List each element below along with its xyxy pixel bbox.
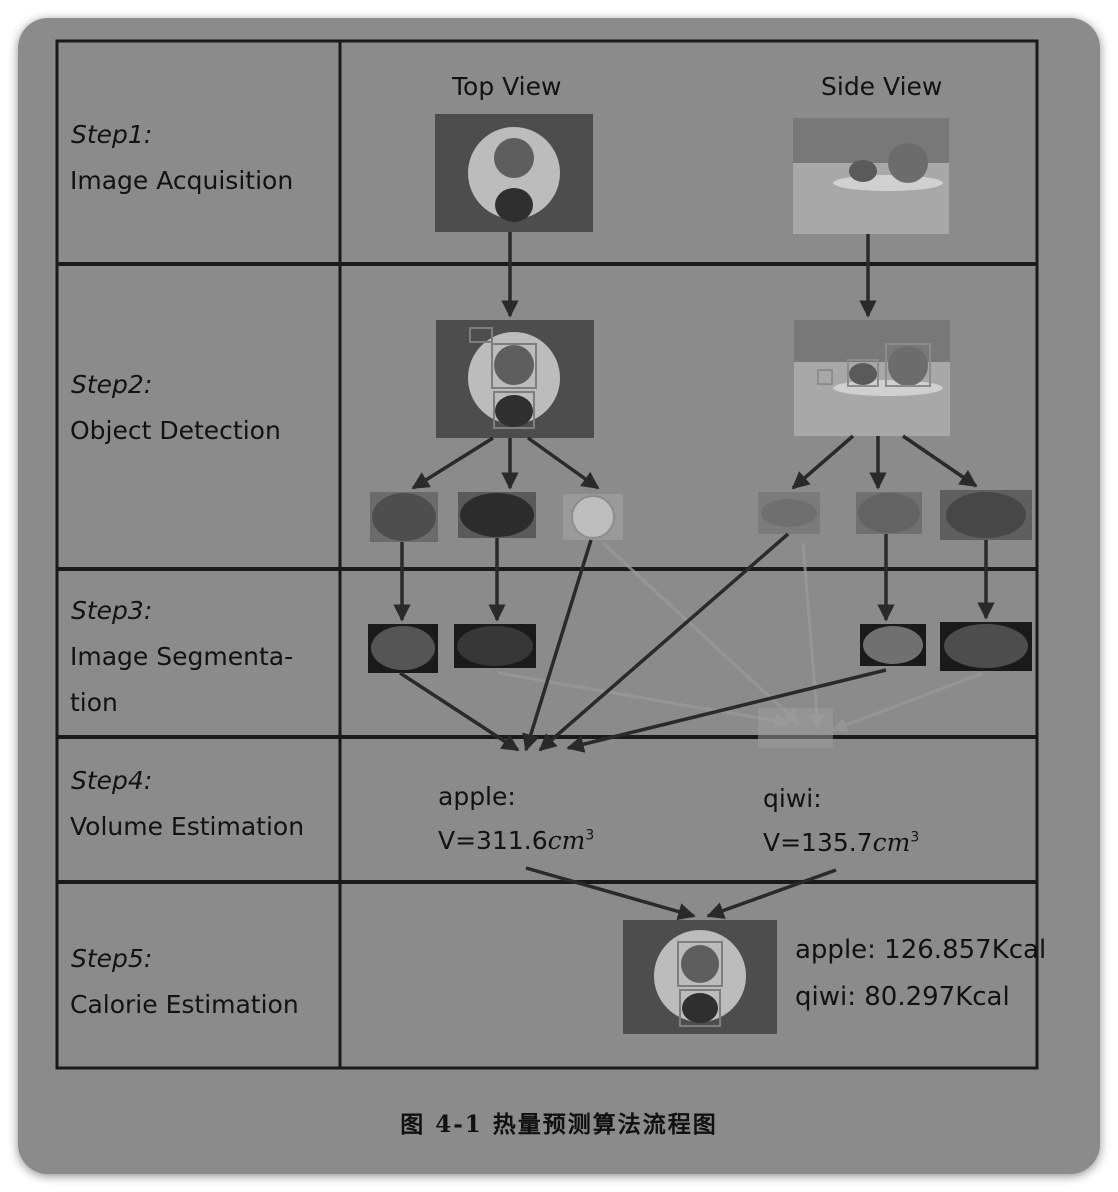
- step4-name: Volume Estimation: [70, 812, 305, 841]
- apple-volume-value: V=311.6cm3: [438, 826, 595, 855]
- crop-coin-side: [758, 492, 820, 534]
- result-image: [623, 920, 777, 1034]
- step2-number: Step2:: [71, 370, 153, 399]
- seg-apple-side: [940, 622, 1032, 671]
- step2-name: Object Detection: [70, 416, 281, 445]
- table-grid: [55, 39, 1039, 1070]
- top-view-title: Top View: [452, 72, 562, 101]
- side-view-title: Side View: [821, 72, 943, 101]
- seg-apple-top: [368, 624, 438, 673]
- step3-number: Step3:: [71, 596, 153, 625]
- figure-caption: 图 4-1 热量预测算法流程图: [400, 1111, 718, 1138]
- step1-name: Image Acquisition: [70, 166, 294, 195]
- apple-calorie: apple: 126.857Kcal: [795, 935, 1047, 965]
- top-view-image: [435, 114, 593, 232]
- qiwi-volume-value: V=135.7cm3: [763, 828, 920, 857]
- qiwi-volume-label: qiwi:: [763, 784, 822, 813]
- side-view-image: [793, 118, 949, 234]
- crop-coin-top: [563, 494, 623, 540]
- crop-kiwi-top: [458, 492, 536, 538]
- flow-arrows: [393, 232, 995, 921]
- flowchart-diagram: [55, 39, 1039, 1070]
- crop-apple-top: [370, 492, 438, 542]
- step5-name: Calorie Estimation: [70, 990, 299, 1019]
- step1-number: Step1:: [71, 120, 153, 149]
- figure-card: Step1: Image Acquisition Step2: Object D…: [18, 18, 1100, 1174]
- seg-kiwi-top: [454, 624, 536, 668]
- step3-name: Image Segmenta-: [70, 642, 294, 671]
- apple-volume-label: apple:: [438, 782, 516, 811]
- crop-apple-side: [940, 490, 1032, 540]
- step3-name-cont: tion: [70, 688, 118, 717]
- faint-volume-mark: [758, 708, 833, 748]
- crop-kiwi-side: [856, 492, 922, 534]
- step5-number: Step5:: [71, 944, 153, 973]
- seg-kiwi-side: [860, 624, 926, 666]
- step4-number: Step4:: [71, 766, 153, 795]
- qiwi-calorie: qiwi: 80.297Kcal: [795, 982, 1010, 1012]
- side-detection-image: [794, 320, 950, 436]
- top-detection-image: [436, 320, 594, 438]
